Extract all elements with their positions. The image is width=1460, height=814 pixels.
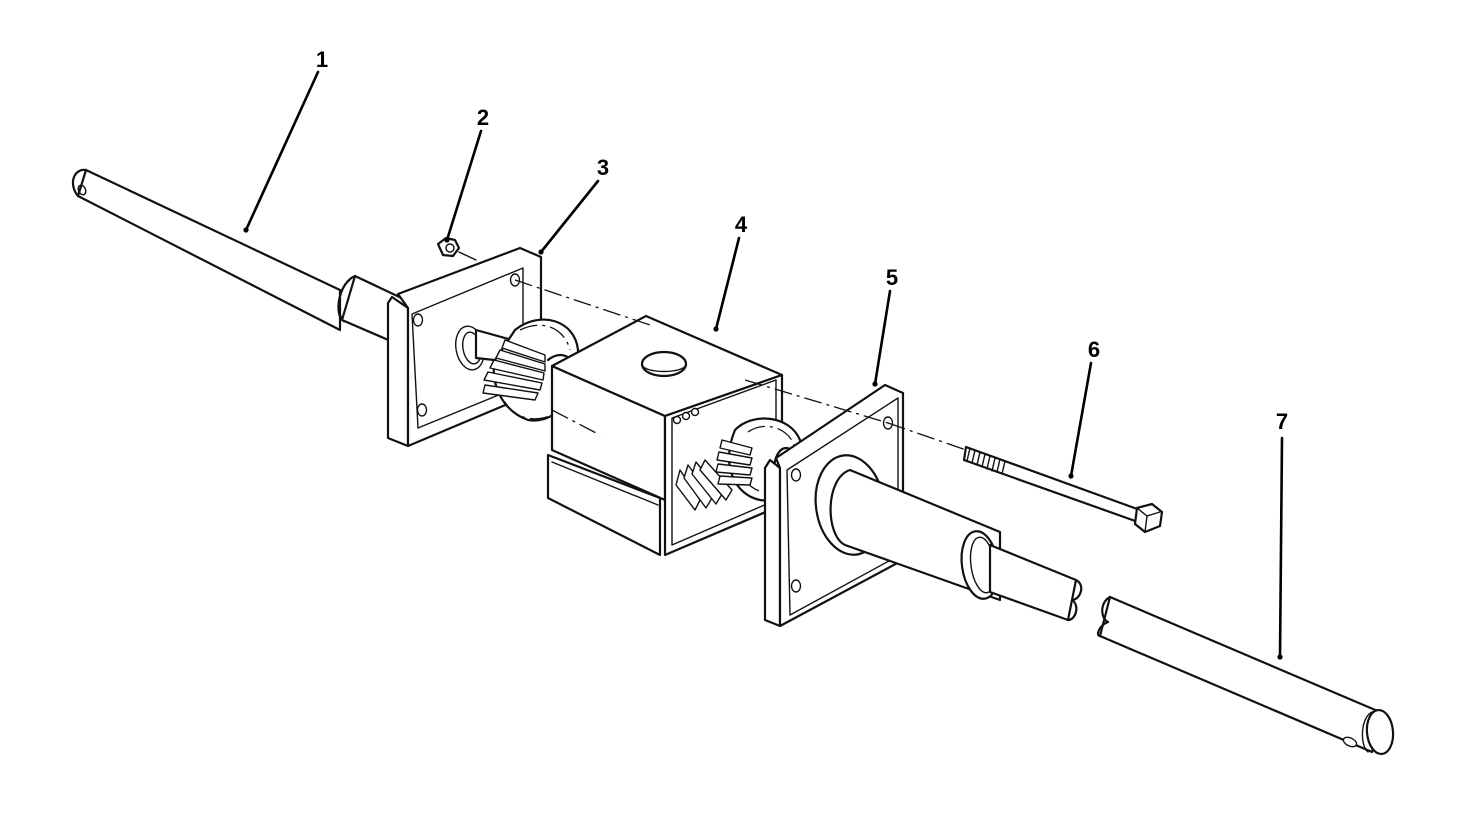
callout-6[interactable]: 6 bbox=[1087, 337, 1101, 362]
callout-5[interactable]: 5 bbox=[885, 265, 899, 290]
alignment-lines bbox=[514, 279, 967, 451]
part-2-nut bbox=[436, 236, 477, 261]
callout-7[interactable]: 7 bbox=[1275, 409, 1289, 434]
part-7-output-shaft bbox=[1097, 595, 1395, 756]
leader-lines bbox=[243, 70, 1284, 660]
callout-3[interactable]: 3 bbox=[596, 155, 610, 180]
part-5-flange-sleeve bbox=[763, 383, 1083, 628]
callout-1[interactable]: 1 bbox=[315, 47, 329, 72]
callout-4[interactable]: 4 bbox=[734, 212, 748, 237]
callout-2[interactable]: 2 bbox=[476, 105, 490, 130]
part-6-bolt bbox=[962, 445, 1164, 534]
part-1-input-shaft bbox=[71, 168, 412, 347]
